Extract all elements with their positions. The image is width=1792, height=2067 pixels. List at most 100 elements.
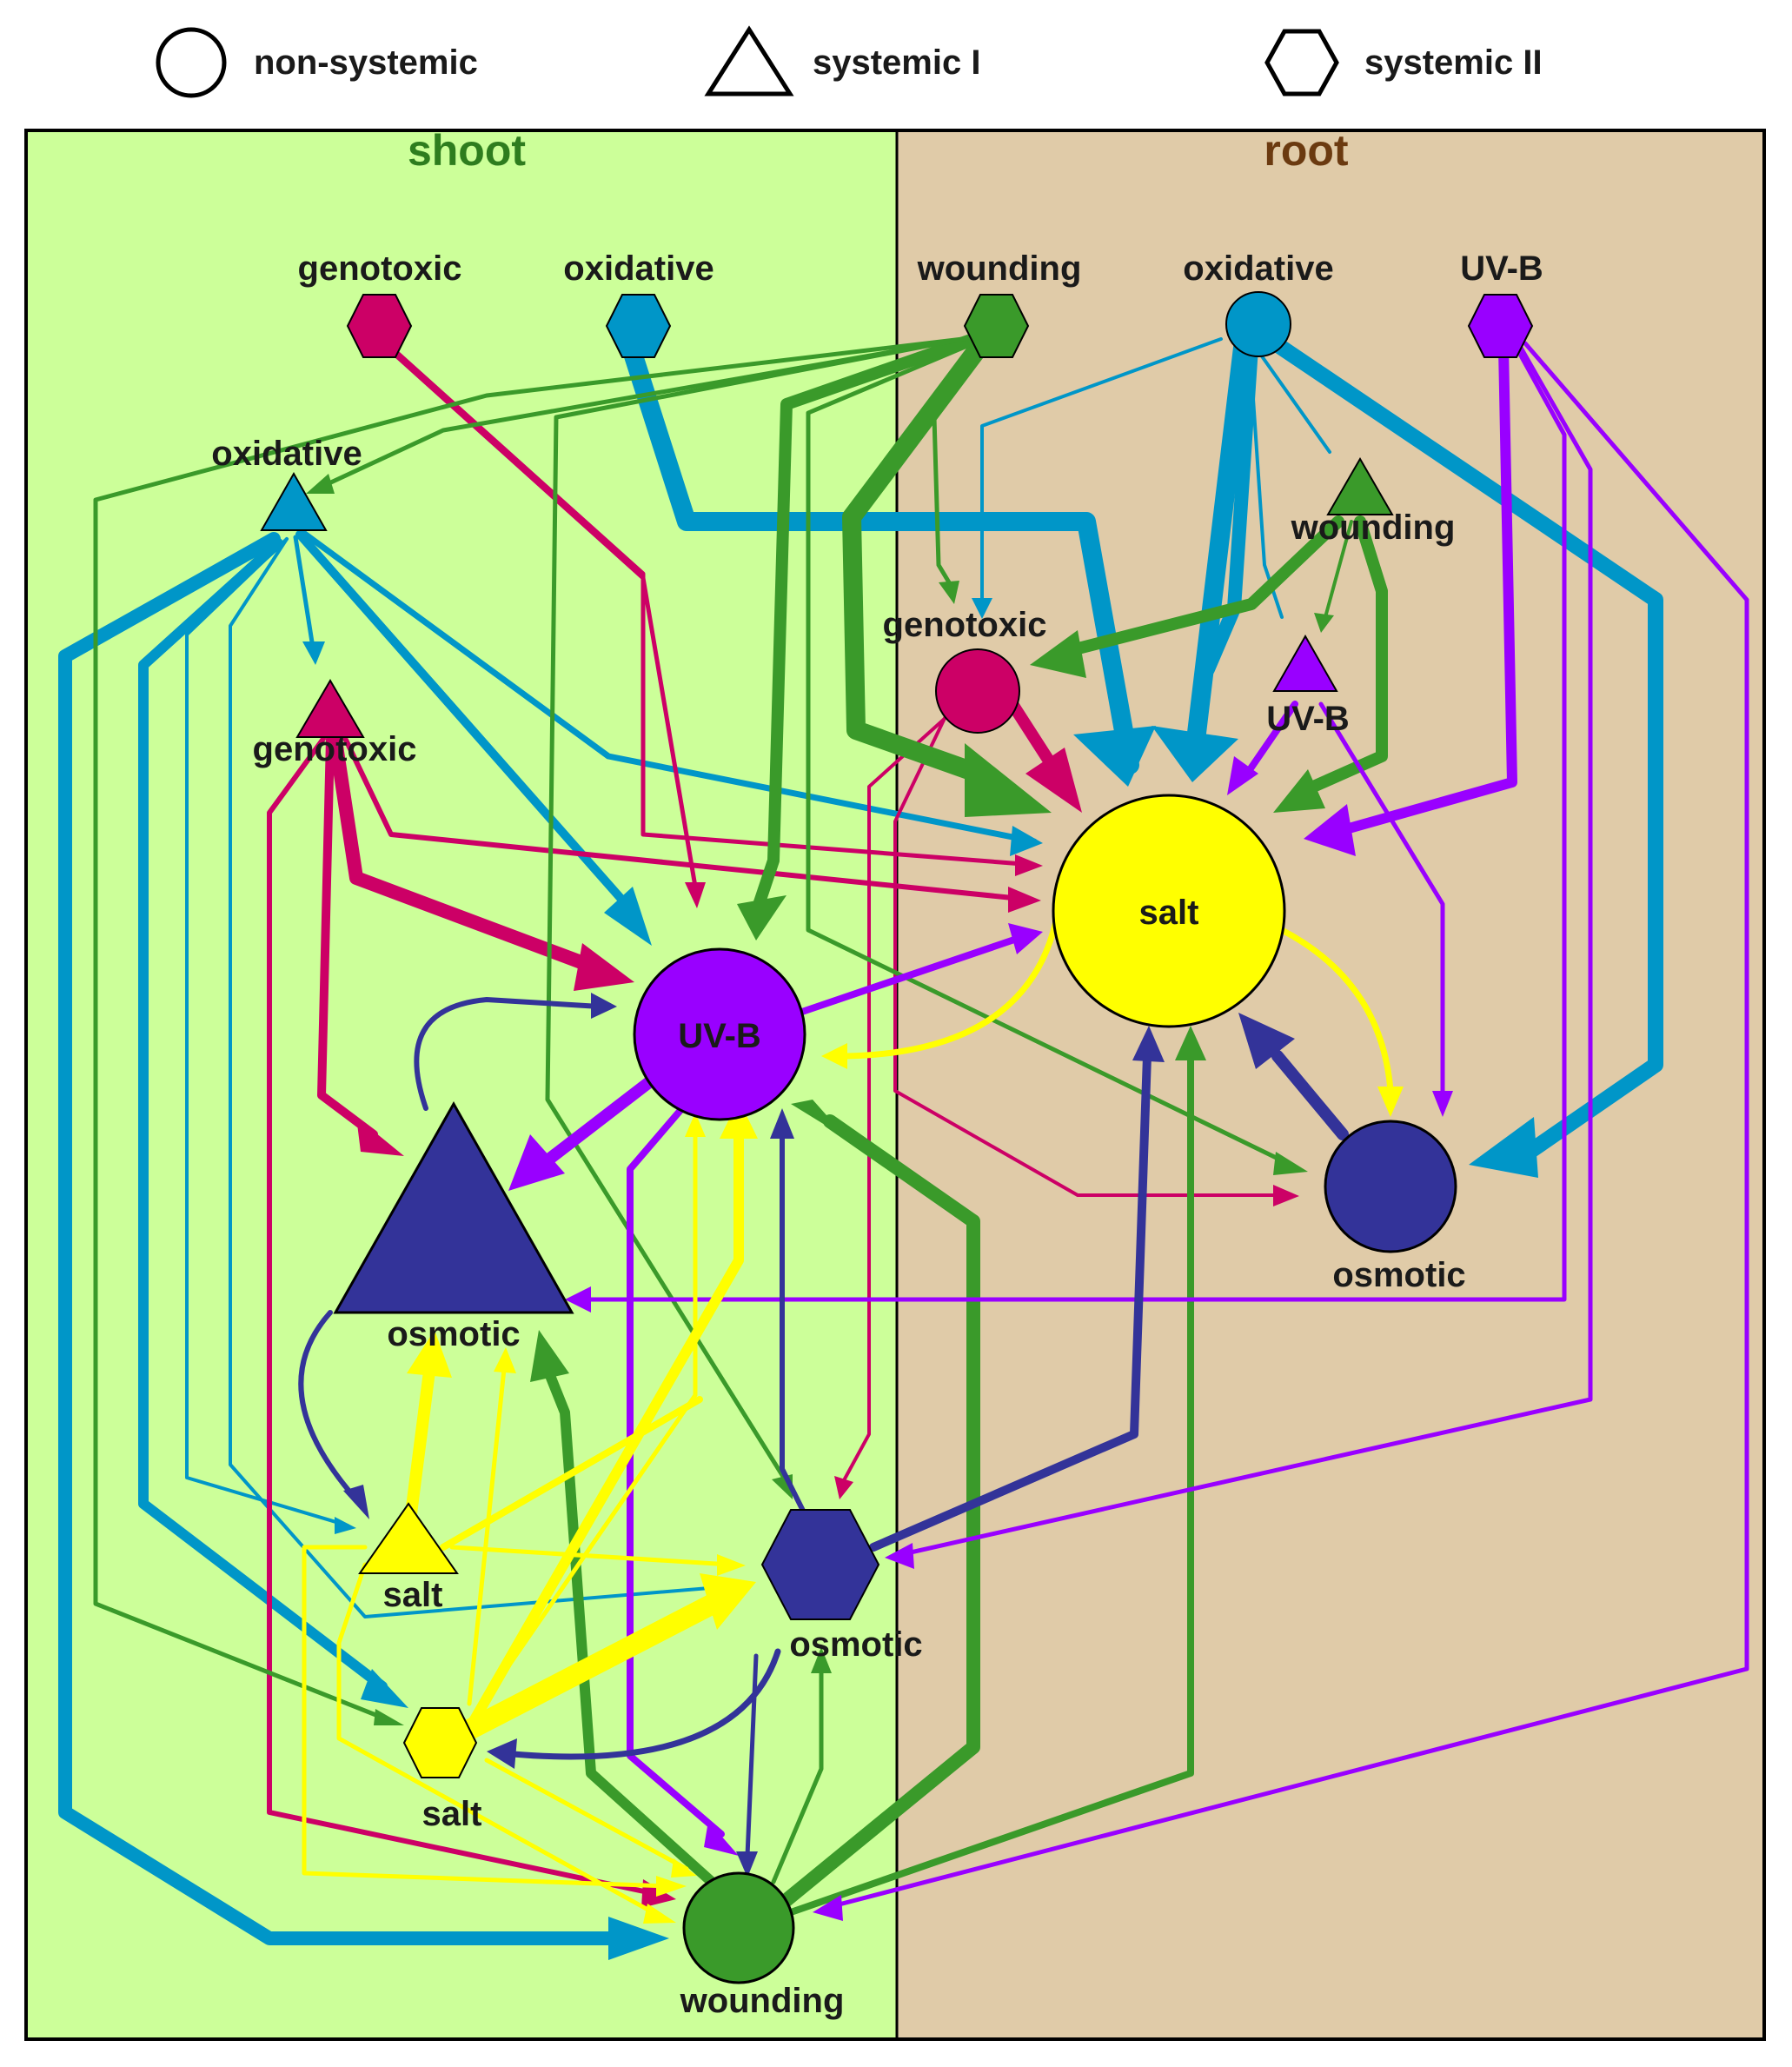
arrowhead-osmotic-hex-to-uvb <box>770 1108 794 1139</box>
arrowhead-shoot-genotoxic-tri-to-osmotic-tri <box>356 1117 404 1156</box>
shoot-title: shoot <box>408 126 526 175</box>
arrowhead-root-uvb-hex-to-osmotic-tri <box>565 1286 591 1313</box>
edge-salt-hex-to-uvb-thin <box>471 1132 698 1719</box>
node-root-osmotic-circle[interactable]: osmotic <box>1324 1120 1466 1294</box>
node-root-salt-circle[interactable]: salt <box>1052 794 1286 1028</box>
node-root-genotoxic-circle[interactable]: genotoxic <box>883 606 1047 734</box>
arrowhead-root-oxidative-to-salt <box>1152 726 1238 782</box>
edge-salt-tri-to-wounding <box>302 1545 672 1889</box>
edge-salt-hex-to-wounding <box>484 1758 689 1871</box>
arrowhead-salt-to-osmotic <box>1377 1087 1404 1117</box>
arrowhead-salt-hex-to-osmotic-tri <box>494 1347 516 1373</box>
circle-shape <box>935 648 1020 734</box>
arrowhead-osmotic-tri-to-salt-tri <box>343 1485 369 1519</box>
node-root-wounding-tri[interactable]: wounding <box>1291 457 1456 547</box>
node-root-wounding-hex[interactable]: wounding <box>917 249 1082 358</box>
arrowhead-shoot-oxidative-tri-to-uvb <box>604 887 652 946</box>
edge-shoot-oxidative-tri-to-osmotic-hex <box>229 537 732 1618</box>
arrowhead-wounding-to-osmotic-hex <box>811 1647 832 1673</box>
edge-wounding-tri-to-genotoxic <box>1059 515 1344 658</box>
node-label: genotoxic <box>253 730 417 768</box>
circle-shape <box>1052 794 1286 1028</box>
edge-shoot-oxidative-tri-to-uvb <box>295 530 630 908</box>
node-shoot-osmotic-hex[interactable]: osmotic <box>760 1509 923 1664</box>
edge-root-osmotic-to-salt <box>1271 1050 1349 1140</box>
edge-shoot-oxidative-tri-to-salt <box>296 527 1038 845</box>
arrowhead-salt-hex-to-wounding <box>671 1858 697 1878</box>
node-label: osmotic <box>789 1625 922 1664</box>
node-shoot-genotoxic-tri[interactable]: genotoxic <box>253 679 417 768</box>
arrowhead-shoot-oxidative-tri-to-salt-hex <box>361 1669 408 1708</box>
node-label: UV-B <box>678 1017 761 1055</box>
legend: non-systemic systemic I systemic II <box>156 25 1543 98</box>
node-shoot-genotoxic-hex[interactable]: genotoxic <box>298 249 462 358</box>
node-label: UV-B <box>1460 249 1543 288</box>
node-label: oxidative <box>563 249 713 288</box>
node-shoot-salt-hex[interactable]: salt <box>402 1707 482 1833</box>
legend-circle-symbol <box>156 27 227 98</box>
legend-label-systemic-ii: systemic II <box>1364 43 1543 82</box>
triangle-shape <box>295 679 365 738</box>
node-root-oxidative-circle[interactable]: oxidative <box>1183 249 1334 357</box>
edge-shoot-oxidative-tri-to-salt-hex <box>138 538 388 1691</box>
edge-shoot-genotoxic-tri-to-salt <box>341 732 1032 902</box>
node-label: salt <box>383 1576 443 1614</box>
arrowhead-wounding-tri-to-genotoxic <box>1030 630 1086 678</box>
edge-root-wounding-hex-to-salt-hex <box>93 336 966 1724</box>
edge-root-wounding-hex-to-genotoxic <box>932 345 985 589</box>
arrowhead-wounding-tri-to-salt <box>1273 769 1325 813</box>
circle-shape <box>682 1871 795 1984</box>
edge-salt-tri-to-osmotic-tri <box>402 1359 436 1540</box>
arrowhead-oxidative-hex-to-salt <box>1073 726 1156 787</box>
edge-wounding-to-osmotic-tri <box>542 1364 727 1896</box>
node-label: osmotic <box>1332 1256 1465 1294</box>
edge-uvb-tri-to-salt <box>1244 701 1298 777</box>
arrowhead-root-genotoxic-to-salt <box>1025 748 1082 813</box>
arrowhead-root-osmotic-to-salt <box>1238 1013 1295 1069</box>
edge-root-genotoxic-to-salt <box>1006 698 1058 771</box>
arrowhead-root-wounding-hex-to-osmotic <box>1273 1152 1308 1175</box>
edge-wounding-to-osmotic-hex <box>771 1666 824 1884</box>
edge-root-genotoxic-to-osmotic <box>893 711 1288 1197</box>
node-shoot-osmotic-tri[interactable]: osmotic <box>333 1100 574 1353</box>
edge-osmotic-hex-to-uvb <box>780 1132 806 1515</box>
arrowhead-uvb-tri-to-salt <box>1227 756 1258 795</box>
arrowhead-osmotic-hex-to-salt-hex <box>487 1738 517 1769</box>
arrowhead-root-uvb-hex-to-osmotic-hex <box>885 1543 914 1569</box>
edge-root-wounding-hex-to-osmotic-hex <box>545 336 966 1485</box>
arrowhead-shoot-genotoxic-tri-to-salt <box>1008 887 1041 913</box>
circle-shape <box>1324 1120 1457 1253</box>
arrowhead-salt-tri-to-salt-hex <box>643 1904 676 1924</box>
edge-salt-hex-to-osmotic-tri <box>467 1366 507 1706</box>
edge-root-oxidative-to-genotoxic <box>980 337 1223 606</box>
node-shoot-uvb-circle[interactable]: UV-B <box>633 947 806 1121</box>
edge-shoot-uvb-to-salt <box>796 935 1020 1016</box>
node-label: osmotic <box>387 1315 520 1353</box>
edge-salt-hex-to-uvb <box>468 1129 744 1726</box>
arrowhead-genotoxic-hex-to-uvb <box>685 882 706 908</box>
arrowhead-root-genotoxic-to-osmotic <box>1273 1185 1299 1206</box>
node-root-uvb-tri[interactable]: UV-B <box>1266 634 1350 738</box>
node-shoot-wounding-circle[interactable]: wounding <box>680 1871 845 2020</box>
arrowhead-shoot-oxidative-tri-to-genotoxic <box>302 641 325 665</box>
node-label: salt <box>422 1795 482 1833</box>
edge-osmotic-hex-to-salt <box>869 1052 1152 1552</box>
node-shoot-oxidative-tri[interactable]: oxidative <box>211 435 362 531</box>
circle-shape <box>1225 291 1291 357</box>
edge-root-uvb-hex-to-wounding <box>823 341 1749 1911</box>
arrowhead-shoot-uvb-to-osmotic-tri <box>508 1134 565 1191</box>
node-shoot-salt-tri[interactable]: salt <box>358 1502 459 1614</box>
node-root-uvb-hex[interactable]: UV-B <box>1460 249 1543 358</box>
edge-osmotic-hex-to-salt-hex <box>509 1648 781 1760</box>
node-shoot-oxidative-hex[interactable]: oxidative <box>563 249 714 358</box>
edge-root-uvb-hex-to-osmotic-tri <box>575 345 1567 1302</box>
triangle-shape <box>358 1502 459 1574</box>
arrowhead-wounding-tri-to-uvb-tri <box>1314 613 1334 633</box>
arrowhead-salt-tri-to-osmotic-tri <box>407 1330 452 1378</box>
arrowhead-wounding-to-salt <box>1175 1026 1206 1060</box>
arrowhead-root-oxidative-to-osmotic <box>1469 1117 1538 1178</box>
arrowhead-shoot-oxidative-tri-to-salt <box>1010 826 1043 856</box>
edge-shoot-genotoxic-tri-to-uvb <box>328 728 607 976</box>
edge-uvb-tri-to-osmotic <box>1318 701 1445 1098</box>
